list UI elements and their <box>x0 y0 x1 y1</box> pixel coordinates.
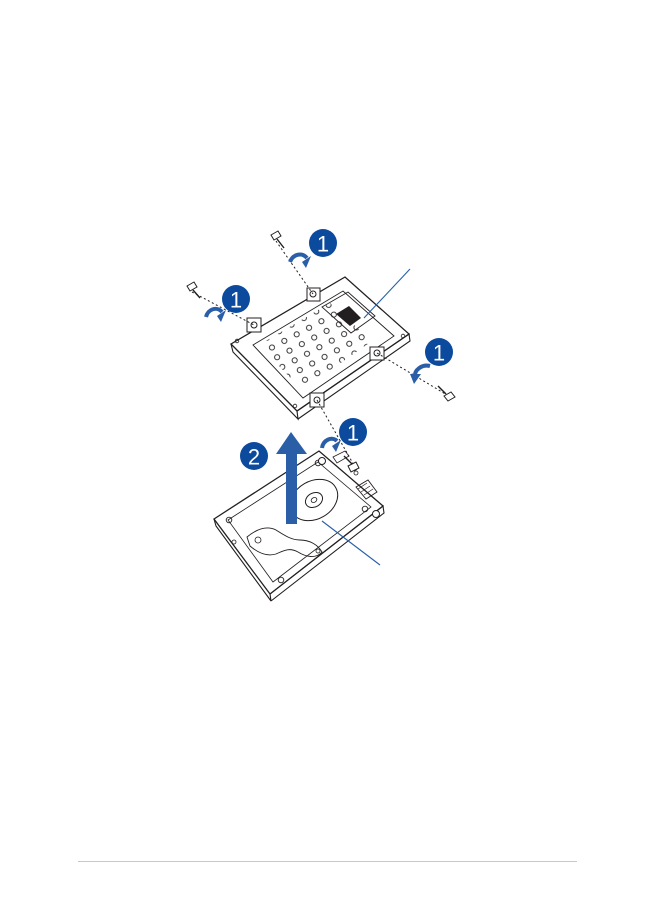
rotate-arrow-icon <box>320 436 341 452</box>
step-callout-1: 1 <box>425 338 453 366</box>
bracket-tab-icon <box>306 287 321 302</box>
screw-icon <box>270 230 285 249</box>
rotate-arrow-icon <box>204 306 226 322</box>
step-number: 1 <box>317 232 329 257</box>
step-callout-1: 1 <box>339 418 367 446</box>
lift-arrow-icon <box>276 432 307 524</box>
step-number: 1 <box>433 341 445 366</box>
step-callout-1: 1 <box>309 229 337 257</box>
rotate-arrow-icon <box>410 363 431 384</box>
step-callout-2: 2 <box>240 442 268 470</box>
leader-line-drive <box>321 520 381 566</box>
screw-icon <box>437 385 456 402</box>
step-number: 1 <box>347 421 359 446</box>
step-number: 1 <box>230 288 242 313</box>
rotate-arrow-icon <box>288 252 311 268</box>
hard-disk-drive-icon <box>213 450 385 602</box>
screw-icon <box>343 455 360 473</box>
screw-icon <box>186 281 201 299</box>
bracket-tab-icon <box>246 317 262 333</box>
step-number: 2 <box>248 445 260 470</box>
drive-bracket-icon <box>229 276 411 421</box>
step-callout-1: 1 <box>222 285 250 313</box>
leader-line-bracket <box>363 268 411 319</box>
footer-divider <box>78 861 577 862</box>
